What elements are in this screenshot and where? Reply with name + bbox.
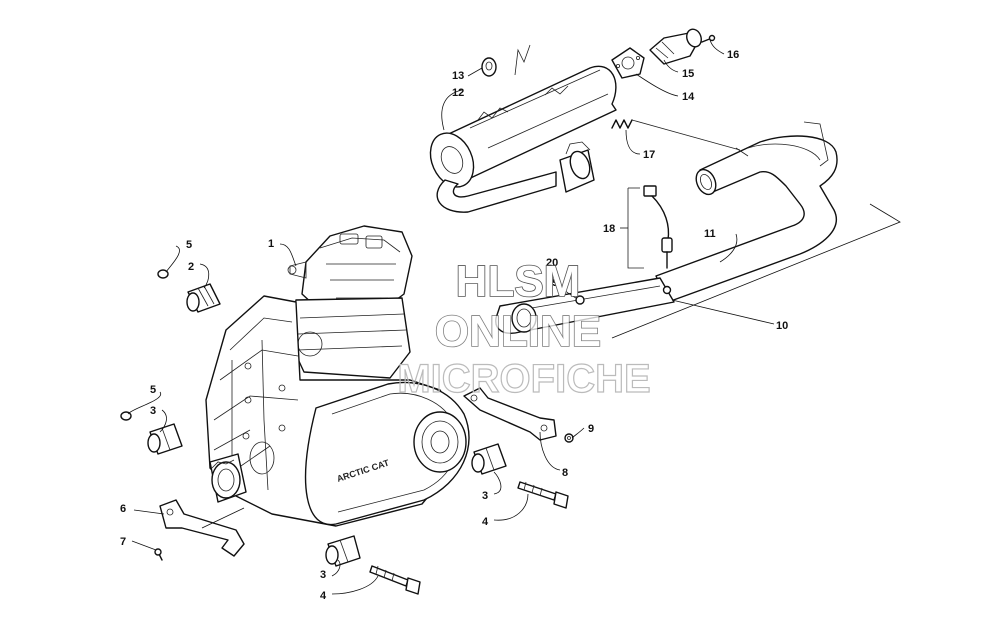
- bracket-nut[interactable]: [564, 433, 574, 443]
- engine-mount-left[interactable]: [147, 423, 183, 455]
- manifold-gasket[interactable]: [511, 303, 537, 333]
- callout-10: 10: [776, 320, 788, 332]
- callout-8: 8: [562, 467, 568, 479]
- callout-3-bottom: 3: [320, 569, 326, 581]
- callout-12: 12: [452, 87, 464, 99]
- callout-17: 17: [643, 149, 655, 161]
- screw[interactable]: [701, 34, 716, 43]
- callout-18: 18: [603, 223, 615, 235]
- callout-6: 6: [120, 503, 126, 515]
- watermark-line-2: ONLINE: [435, 307, 601, 356]
- callout-1: 1: [268, 238, 274, 250]
- callout-7: 7: [120, 536, 126, 548]
- exhaust-tip[interactable]: [649, 27, 704, 65]
- engine-mount-right[interactable]: [471, 443, 507, 475]
- callout-19: 19: [546, 277, 558, 289]
- exhaust-bracket[interactable]: [463, 387, 557, 441]
- callout-14: 14: [682, 91, 695, 103]
- callout-3-left: 3: [150, 405, 156, 417]
- washer-upper[interactable]: [157, 269, 169, 279]
- grommet[interactable]: [481, 57, 497, 77]
- leader-lines: [127, 39, 775, 595]
- callout-15: 15: [682, 68, 694, 80]
- callout-5-upper: 5: [186, 239, 192, 251]
- callout-4-right: 4: [482, 516, 489, 528]
- muffler[interactable]: [422, 44, 617, 213]
- watermark: HLSM ONLINE MICROFICHE: [397, 256, 652, 401]
- callout-4-bottom: 4: [320, 590, 327, 602]
- callout-16: 16: [727, 49, 739, 61]
- engine[interactable]: ARCTIC CAT: [205, 225, 470, 527]
- callouts: 1 2 3 3 3 4 4 5 5 6 7 8 9 10 11 12 13 14…: [120, 49, 788, 602]
- callout-9: 9: [588, 423, 594, 435]
- header-pipe[interactable]: [655, 121, 838, 303]
- oxygen-sensor[interactable]: [627, 185, 673, 295]
- engine-mount-upper[interactable]: [186, 283, 221, 313]
- engine-mount-bottom[interactable]: [325, 535, 361, 567]
- callout-20: 20: [546, 257, 558, 269]
- callout-5-lower: 5: [150, 384, 156, 396]
- mount-bolt-bottom[interactable]: [369, 565, 421, 595]
- callout-2: 2: [188, 261, 194, 273]
- washer-lower[interactable]: [120, 411, 132, 421]
- nut[interactable]: [575, 295, 585, 305]
- callout-3-right: 3: [482, 490, 488, 502]
- callout-13: 13: [452, 70, 464, 82]
- exhaust-gasket[interactable]: [611, 47, 645, 79]
- watermark-line-3: MICROFICHE: [397, 357, 650, 401]
- assembly-lines: [201, 203, 901, 529]
- exhaust-spring[interactable]: [611, 119, 741, 151]
- watermark-line-1: HLSM: [456, 257, 581, 306]
- front-exhaust-pipe[interactable]: [495, 277, 675, 334]
- callout-11: 11: [704, 228, 716, 240]
- bracket-screw[interactable]: [154, 548, 163, 561]
- mount-bolt-right[interactable]: [517, 481, 569, 509]
